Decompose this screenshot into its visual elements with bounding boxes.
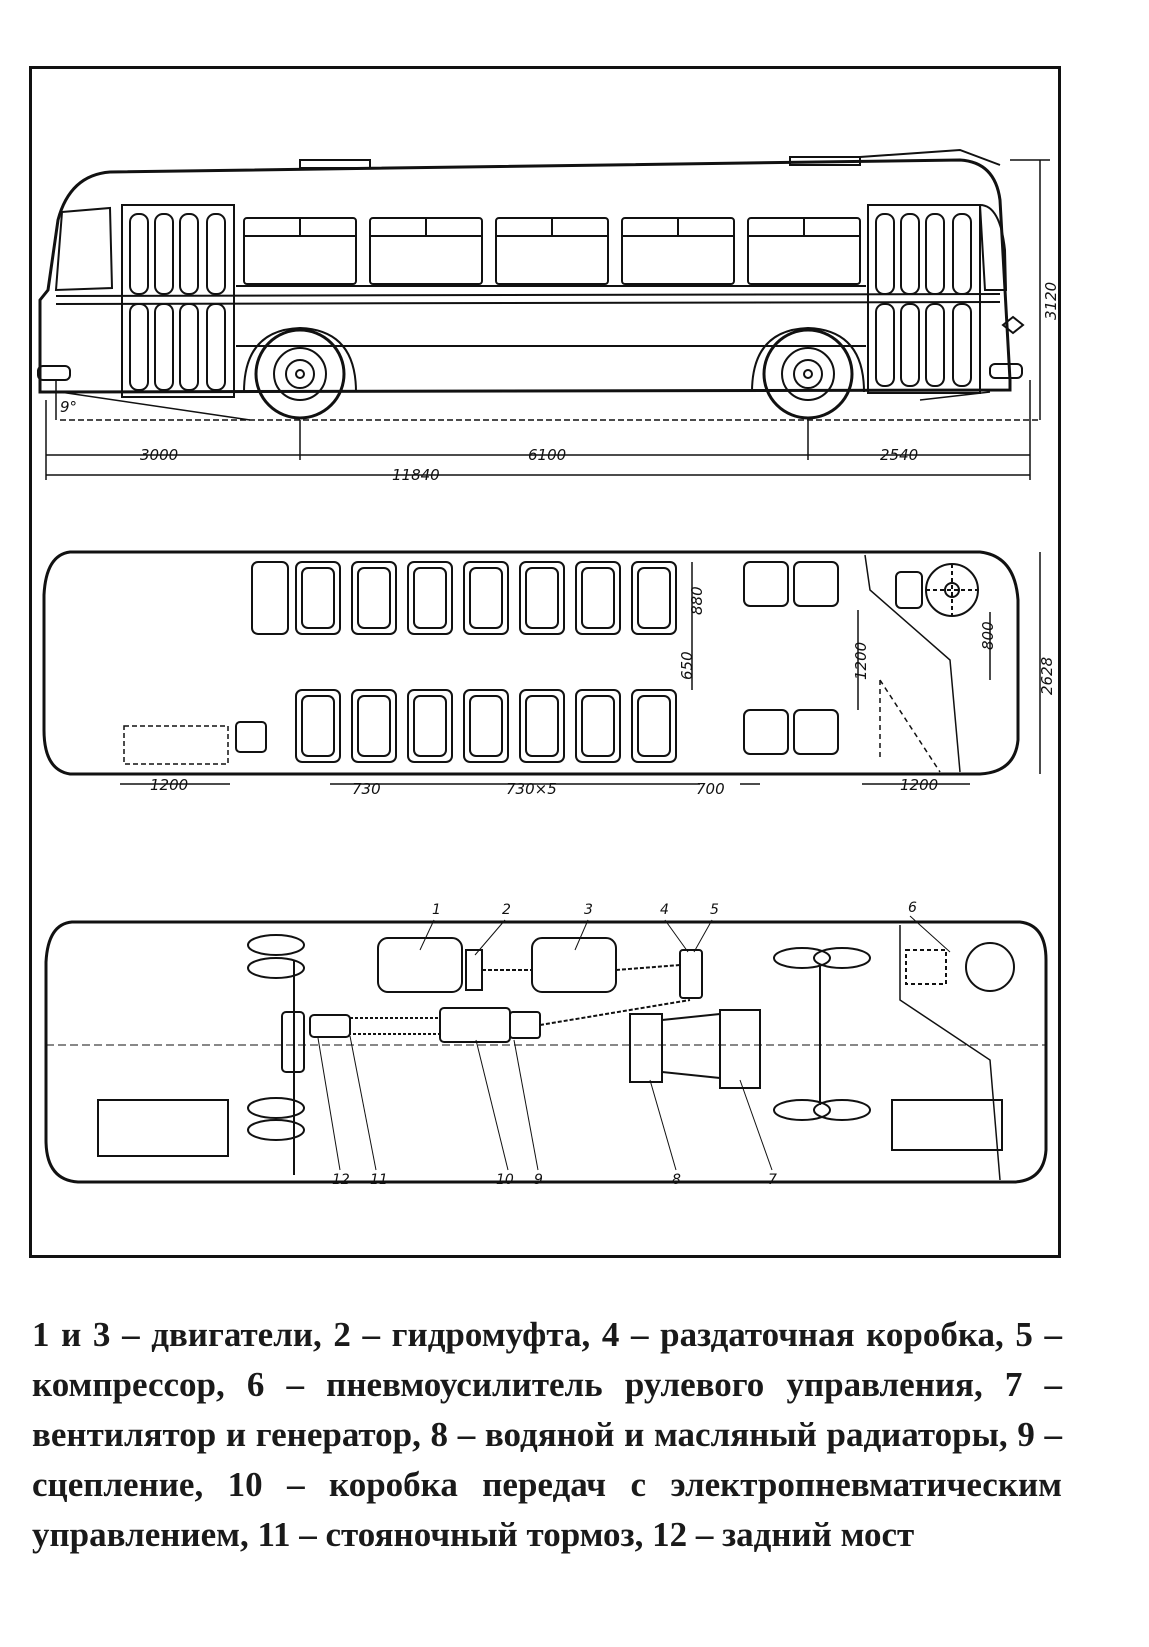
front-door <box>867 204 981 394</box>
callout-11: 11 <box>370 1172 388 1188</box>
callout-2: 2 <box>502 902 511 918</box>
dim-1200-rear: 1200 <box>150 776 188 794</box>
dim-2628: 2628 <box>1038 657 1056 695</box>
callout-4: 4 <box>660 902 669 918</box>
legend-caption: 1 и 3 – двигатели, 2 – гидромуфта, 4 – р… <box>32 1315 1062 1554</box>
callout-3: 3 <box>584 902 593 918</box>
dim-door-1200: 1200 <box>852 642 870 680</box>
dim-angle: 9° <box>60 398 77 416</box>
front-wheel <box>762 328 854 420</box>
dim-1200-front: 1200 <box>900 776 938 794</box>
dim-3000: 3000 <box>140 446 178 464</box>
dim-880: 880 <box>688 586 706 615</box>
seats-bottom-row <box>295 689 677 763</box>
side-windows <box>243 217 861 285</box>
layout-view <box>44 915 1048 1184</box>
callout-12: 12 <box>332 1172 350 1188</box>
callout-10: 10 <box>496 1172 514 1188</box>
dim-730x5: 730×5 <box>506 780 557 798</box>
dimension-labels: 3000 6100 2540 11840 3120 9° 1200 730 73… <box>60 282 1060 798</box>
diagram-frame <box>29 66 1061 1258</box>
callout-numbers: 1 2 3 4 5 6 7 8 9 10 11 12 <box>332 900 917 1188</box>
rear-wheel <box>254 328 346 420</box>
dim-700: 700 <box>696 780 725 798</box>
dim-730: 730 <box>352 780 381 798</box>
callout-6: 6 <box>908 900 917 916</box>
seats-top-row <box>251 561 677 635</box>
callout-8: 8 <box>672 1172 681 1188</box>
dim-3120: 3120 <box>1042 282 1060 320</box>
rear-door <box>121 204 235 398</box>
callout-9: 9 <box>534 1172 543 1188</box>
callout-5: 5 <box>710 902 719 918</box>
dim-800: 800 <box>979 621 997 650</box>
dim-2540: 2540 <box>880 446 918 464</box>
plan-view <box>42 550 1041 785</box>
dim-11840: 11840 <box>392 466 440 484</box>
callout-7: 7 <box>768 1172 777 1188</box>
side-view <box>37 148 1050 480</box>
callout-1: 1 <box>432 902 441 918</box>
dim-650: 650 <box>678 651 696 680</box>
dim-6100: 6100 <box>528 446 566 464</box>
